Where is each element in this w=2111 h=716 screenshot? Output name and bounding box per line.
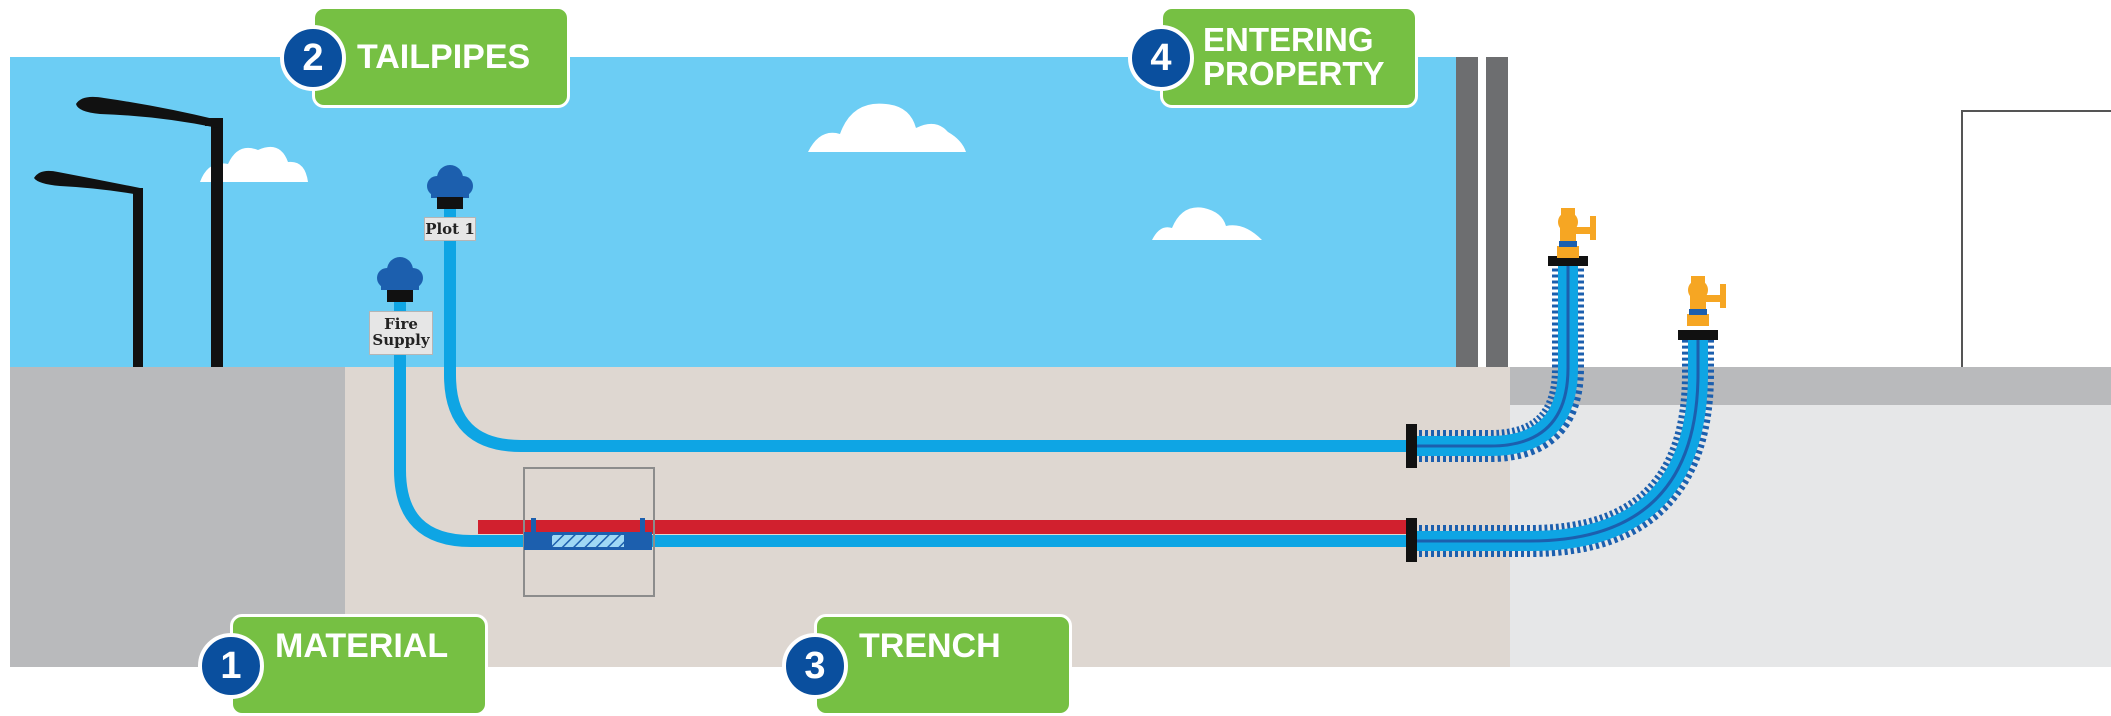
- plot-1-label: Plot 1: [424, 217, 476, 241]
- duct-clamp: [1678, 330, 1718, 340]
- callout-material-box: MATERIAL: [230, 614, 488, 716]
- pipe-fitting-sleeve: [552, 535, 624, 547]
- fire-supply-pipe: [394, 290, 1413, 547]
- duct-clamp: [1548, 256, 1588, 266]
- sky: [10, 57, 1460, 367]
- pipe-cap: [377, 257, 423, 302]
- fire-supply-label-line1: Fire: [384, 315, 418, 333]
- cloud: [200, 146, 308, 182]
- tap: [1687, 276, 1726, 326]
- property-ground-top: [1510, 367, 2111, 405]
- tap: [1557, 208, 1596, 258]
- property-wall: [1456, 57, 1478, 367]
- callout-trench-number: 3: [782, 633, 848, 699]
- street-lamp: [34, 170, 143, 368]
- callout-tailpipes-label: TAILPIPES: [357, 37, 531, 76]
- plot-1-label-text: Plot 1: [425, 220, 475, 238]
- building-outline: [1961, 110, 2111, 367]
- marker-tape: [478, 520, 1413, 534]
- plot-1-pipe: [444, 205, 1413, 452]
- pipe-cap: [427, 165, 473, 209]
- cloud: [1152, 207, 1262, 240]
- ducted-pipe-lower: [1413, 330, 1714, 557]
- fire-supply-label-line2: Supply: [372, 331, 430, 349]
- callout-tailpipes-number: 2: [280, 25, 346, 91]
- callout-material-number: 1: [198, 633, 264, 699]
- callout-entering-property-line1: ENTERING: [1203, 21, 1374, 58]
- property-wall: [1486, 57, 1508, 367]
- callout-entering-property-number: 4: [1128, 25, 1194, 91]
- fire-supply-label: Fire Supply: [369, 311, 433, 355]
- duct-clamp: [1406, 518, 1417, 562]
- callout-material-label: MATERIAL: [275, 626, 449, 665]
- duct-clamp: [1406, 424, 1417, 468]
- fitting-flange: [531, 518, 536, 548]
- cloud: [808, 103, 966, 152]
- fitting-flange: [640, 518, 645, 548]
- callout-entering-property-line2: PROPERTY: [1203, 55, 1385, 92]
- callout-trench-box: TRENCH: [814, 614, 1072, 716]
- ducted-pipe-upper: [1413, 262, 1584, 462]
- callout-tailpipes-box: TAILPIPES: [312, 6, 570, 108]
- callout-entering-property-box: ENTERING PROPERTY: [1160, 6, 1418, 108]
- callout-trench-label: TRENCH: [859, 626, 1001, 665]
- street-lamp: [76, 96, 223, 368]
